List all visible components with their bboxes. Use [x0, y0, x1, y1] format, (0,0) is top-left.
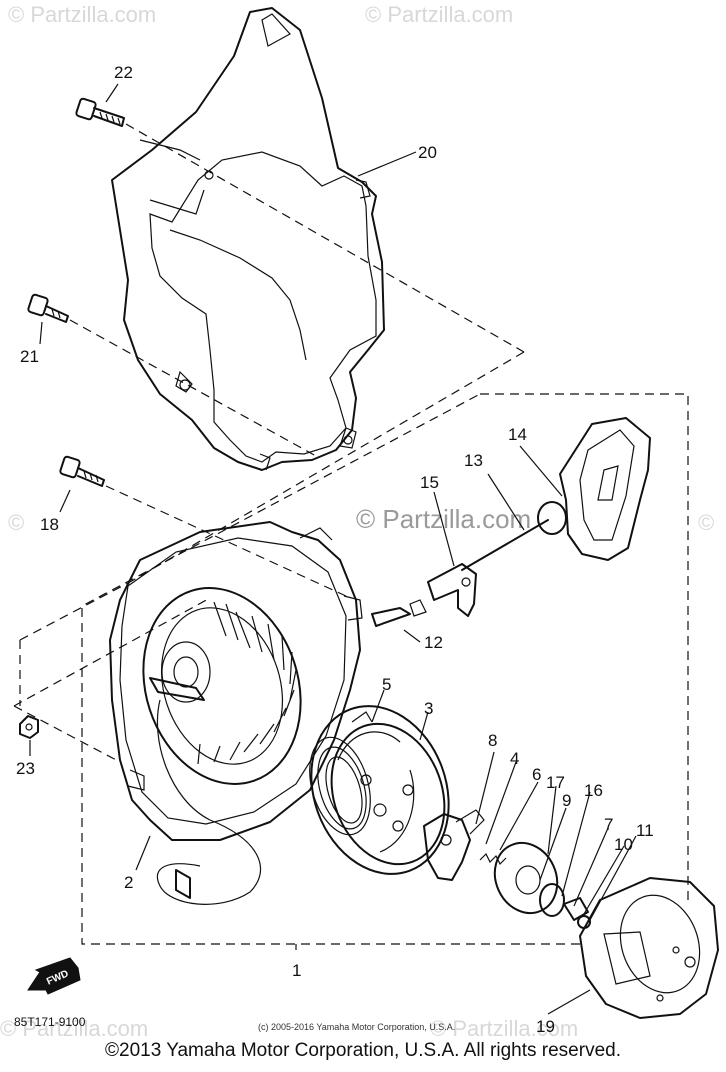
- callout-6: 6: [532, 765, 541, 784]
- assembly-line-23b: [13, 705, 121, 763]
- watermark-mid-right: ©: [698, 510, 714, 535]
- watermark-top-left: © Partzilla.com: [8, 2, 156, 27]
- callout-4: 4: [510, 749, 519, 768]
- assembly-1-box: [81, 393, 689, 945]
- part-12-pin: [371, 599, 427, 627]
- part-21-bolt: [27, 293, 69, 323]
- callout-8: 8: [488, 731, 497, 750]
- part-16-washer: [539, 883, 565, 917]
- callout-20: 20: [418, 143, 437, 162]
- leader-lines: [29, 83, 637, 1015]
- callout-14: 14: [508, 425, 527, 444]
- small-copyright: (c) 2005-2016 Yamaha Motor Corporation, …: [258, 1022, 455, 1032]
- part-8-pawl: [423, 809, 485, 881]
- part-20-cover: [111, 7, 385, 471]
- assembly-line-upper: [129, 351, 525, 583]
- callout-9: 9: [562, 791, 571, 810]
- part-15-guide: [427, 563, 477, 617]
- callout-5: 5: [382, 675, 391, 694]
- part-5-spring: [309, 711, 373, 836]
- assembly-line-23a: [13, 597, 211, 707]
- callout-17: 17: [546, 773, 565, 792]
- callout-1: 1: [292, 961, 301, 980]
- callout-15: 15: [420, 473, 439, 492]
- part-2-housing: [109, 521, 363, 905]
- part-18-bolt: [59, 455, 105, 487]
- part-23-nut: [19, 715, 39, 739]
- part-3-reel: [310, 705, 450, 875]
- footer-copyright: ©2013 Yamaha Motor Corporation, U.S.A. A…: [105, 1040, 621, 1061]
- callout-19: 19: [536, 1017, 555, 1036]
- callout-12: 12: [424, 633, 443, 652]
- callout-11: 11: [636, 821, 654, 840]
- fwd-arrow: FWD: [27, 957, 81, 995]
- callout-22: 22: [114, 63, 133, 82]
- part-19-pulley: [579, 877, 719, 1019]
- assembly-line-22: [125, 123, 525, 353]
- callout-16: 16: [584, 781, 603, 800]
- callout-2: 2: [124, 873, 133, 892]
- watermark-bottom-left: © Partzilla.com: [0, 1016, 148, 1041]
- diagram-code: 85T171-9100: [14, 1015, 86, 1029]
- part-9-plate: [493, 841, 559, 915]
- callout-3: 3: [424, 699, 433, 718]
- watermark-bottom-right: © Partzilla.com: [430, 1016, 578, 1041]
- watermark-mid-left: ©: [8, 510, 24, 535]
- callout-21: 21: [20, 347, 39, 366]
- callout-18: 18: [40, 515, 59, 534]
- part-6-spring: [479, 852, 507, 866]
- callout-10: 10: [614, 835, 633, 854]
- assembly-line-21: [69, 319, 317, 457]
- part-22-bolt: [75, 97, 125, 127]
- part-13-rope: [461, 519, 549, 571]
- callout-13: 13: [464, 451, 483, 470]
- assembly-line-left: [19, 581, 131, 641]
- callout-7: 7: [604, 815, 613, 834]
- watermark-top-right: © Partzilla.com: [365, 2, 513, 27]
- callout-23: 23: [16, 759, 35, 778]
- part-7-bolt: [563, 897, 589, 921]
- part-14-handle: [537, 417, 651, 561]
